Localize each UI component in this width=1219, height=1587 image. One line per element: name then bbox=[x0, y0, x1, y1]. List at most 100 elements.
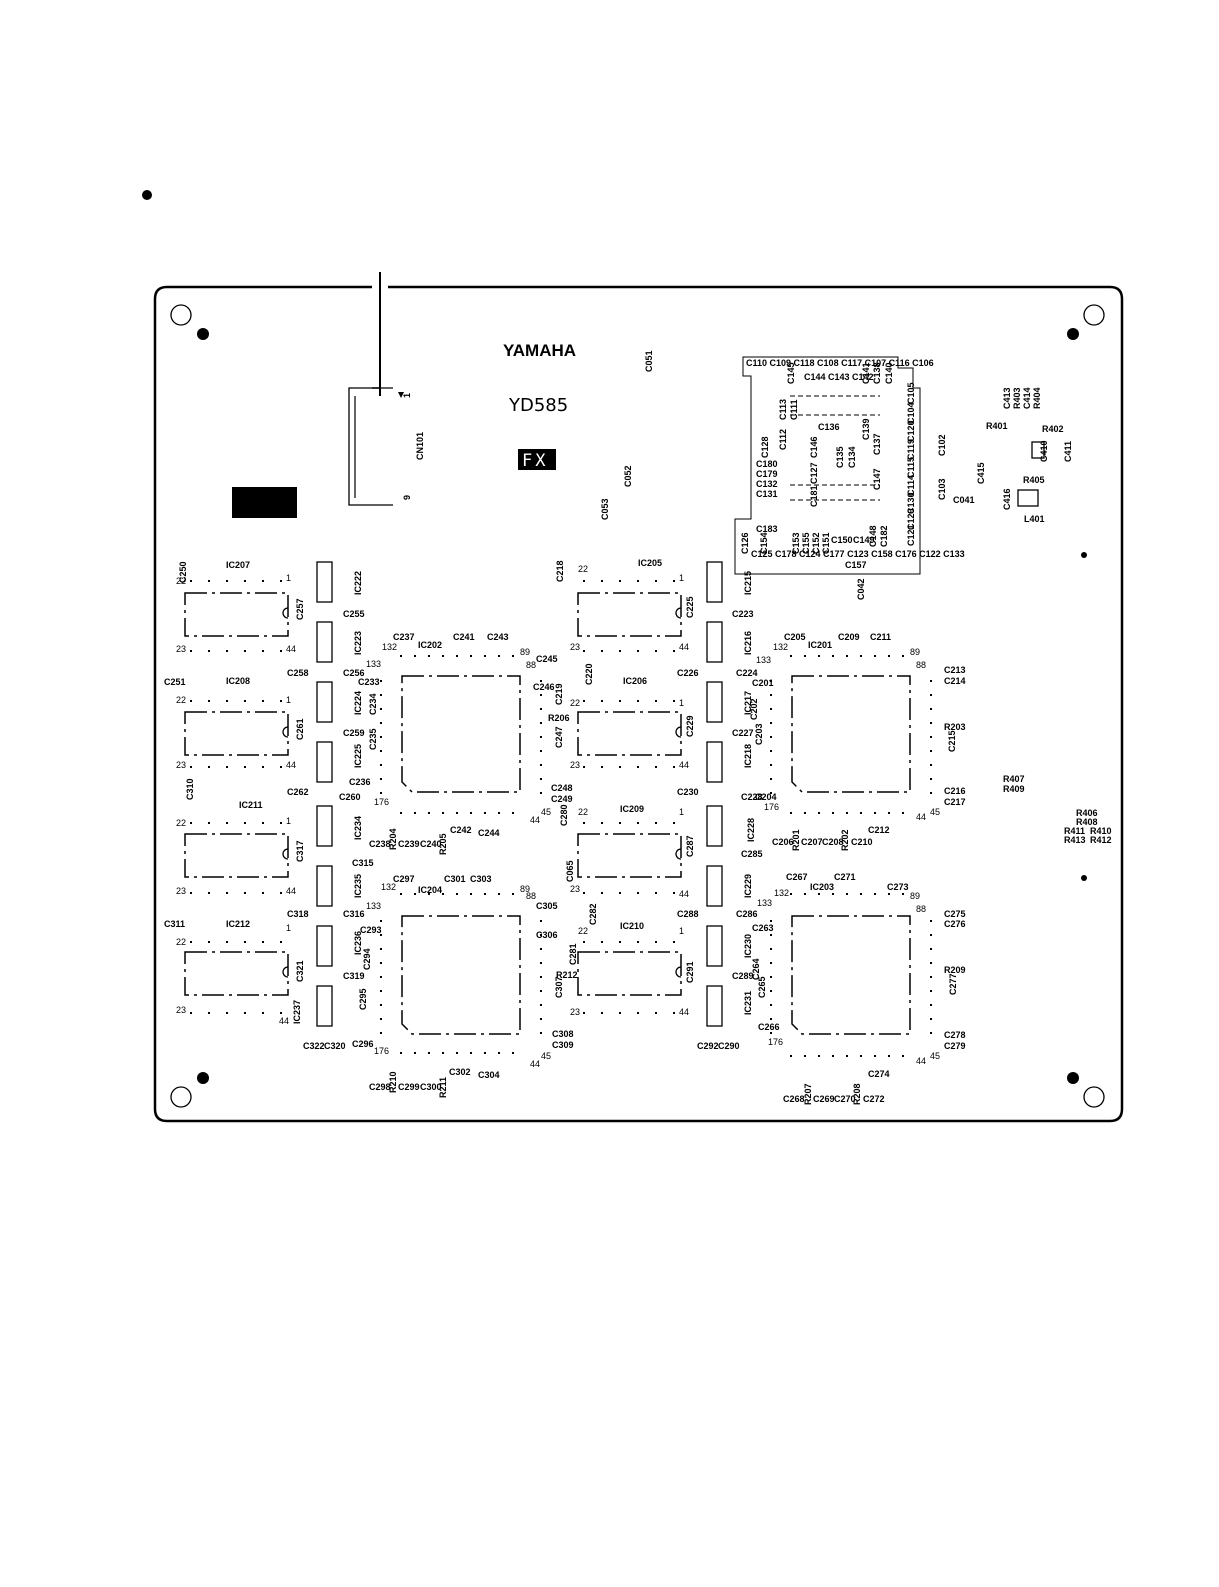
pad bbox=[902, 893, 904, 895]
svg-text:C208: C208 bbox=[822, 837, 844, 847]
svg-text:C140: C140 bbox=[884, 362, 894, 384]
svg-text:C322: C322 bbox=[303, 1041, 325, 1051]
svg-text:C240: C240 bbox=[420, 839, 442, 849]
pad bbox=[226, 1012, 228, 1014]
pad bbox=[190, 650, 192, 652]
pad bbox=[790, 1055, 792, 1057]
svg-text:23: 23 bbox=[570, 760, 580, 770]
pad bbox=[400, 1052, 402, 1054]
svg-text:22: 22 bbox=[578, 926, 588, 936]
svg-text:C238: C238 bbox=[369, 839, 391, 849]
svg-text:C182: C182 bbox=[879, 525, 889, 547]
svg-text:IC210: IC210 bbox=[620, 921, 644, 931]
qfp-ic202 bbox=[401, 675, 521, 793]
pad bbox=[442, 1052, 444, 1054]
pad bbox=[770, 750, 772, 752]
svg-text:C262: C262 bbox=[287, 787, 309, 797]
svg-text:C219: C219 bbox=[554, 683, 564, 705]
svg-text:C153: C153 bbox=[791, 532, 801, 554]
svg-text:C260: C260 bbox=[339, 792, 361, 802]
pad bbox=[846, 655, 848, 657]
pad bbox=[380, 990, 382, 992]
svg-text:1: 1 bbox=[679, 573, 684, 583]
pad bbox=[414, 1052, 416, 1054]
pad bbox=[655, 941, 657, 943]
pad bbox=[673, 650, 675, 652]
svg-text:1: 1 bbox=[402, 393, 412, 398]
pad bbox=[902, 1055, 904, 1057]
pad bbox=[244, 1012, 246, 1014]
svg-text:44: 44 bbox=[286, 760, 296, 770]
svg-text:C286: C286 bbox=[736, 909, 758, 919]
pad bbox=[930, 694, 932, 696]
svg-text:IC231: IC231 bbox=[743, 991, 753, 1015]
pad bbox=[208, 700, 210, 702]
pad bbox=[400, 812, 402, 814]
svg-text:C235: C235 bbox=[368, 728, 378, 750]
pad bbox=[818, 1055, 820, 1057]
svg-text:C307: C307 bbox=[554, 976, 564, 998]
svg-text:C180: C180 bbox=[756, 459, 778, 469]
svg-text:C233: C233 bbox=[358, 677, 380, 687]
svg-text:IC205: IC205 bbox=[638, 558, 662, 568]
pad bbox=[280, 766, 282, 768]
pad bbox=[540, 792, 542, 794]
pad bbox=[540, 948, 542, 950]
pad bbox=[601, 766, 603, 768]
board-outline bbox=[153, 285, 1124, 1123]
svg-text:R409: R409 bbox=[1003, 784, 1025, 794]
svg-text:IC207: IC207 bbox=[226, 560, 250, 570]
svg-text:C204: C204 bbox=[755, 792, 777, 802]
svg-text:C212: C212 bbox=[868, 825, 890, 835]
svg-text:C277: C277 bbox=[948, 973, 958, 995]
svg-text:R209: R209 bbox=[944, 965, 966, 975]
pad bbox=[540, 708, 542, 710]
ic211-outline bbox=[184, 833, 289, 878]
pad bbox=[804, 812, 806, 814]
svg-text:22: 22 bbox=[578, 807, 588, 817]
svg-text:IC216: IC216 bbox=[743, 631, 753, 655]
svg-text:C268: C268 bbox=[783, 1094, 805, 1104]
pad bbox=[583, 822, 585, 824]
svg-text:C125 C178 C124 C177 C123 C158: C125 C178 C124 C177 C123 C158 C176 C122 … bbox=[751, 549, 965, 559]
svg-text:22: 22 bbox=[176, 695, 186, 705]
mounting-hole-top-left bbox=[170, 304, 209, 340]
svg-text:C251: C251 bbox=[164, 677, 186, 687]
svg-text:22: 22 bbox=[176, 576, 186, 586]
svg-text:C205: C205 bbox=[784, 632, 806, 642]
svg-text:R204: R204 bbox=[388, 828, 398, 850]
fx-badge-text: FX bbox=[522, 451, 548, 471]
svg-text:C266: C266 bbox=[758, 1022, 780, 1032]
svg-text:C318: C318 bbox=[287, 909, 309, 919]
pad bbox=[902, 655, 904, 657]
svg-text:C280: C280 bbox=[559, 804, 569, 826]
svg-text:IC211: IC211 bbox=[239, 800, 263, 810]
pad bbox=[874, 655, 876, 657]
pad bbox=[244, 766, 246, 768]
pad bbox=[428, 655, 430, 657]
pad bbox=[262, 822, 264, 824]
pad bbox=[540, 680, 542, 682]
svg-text:C105: C105 bbox=[906, 382, 916, 404]
svg-text:C150: C150 bbox=[831, 535, 853, 545]
pad bbox=[930, 792, 932, 794]
small-ic-stack-left bbox=[316, 561, 333, 1027]
svg-text:C211: C211 bbox=[870, 632, 891, 642]
pad bbox=[414, 812, 416, 814]
svg-text:C226: C226 bbox=[677, 668, 699, 678]
svg-text:C149: C149 bbox=[853, 535, 875, 545]
svg-text:C259: C259 bbox=[343, 728, 365, 738]
svg-text:C298: C298 bbox=[369, 1082, 391, 1092]
svg-text:22: 22 bbox=[176, 818, 186, 828]
svg-text:23: 23 bbox=[176, 1005, 186, 1015]
svg-text:C246: C246 bbox=[533, 682, 555, 692]
svg-text:1: 1 bbox=[286, 923, 291, 933]
pad bbox=[673, 766, 675, 768]
svg-text:C201: C201 bbox=[752, 678, 774, 688]
pad bbox=[380, 948, 382, 950]
svg-text:22: 22 bbox=[578, 564, 588, 574]
svg-text:C053: C053 bbox=[600, 498, 610, 520]
svg-text:C320: C320 bbox=[324, 1041, 346, 1051]
pad bbox=[262, 580, 264, 582]
svg-text:C110 C109 C118 C108 C117 C107: C110 C109 C118 C108 C117 C107 C116 C106 bbox=[746, 358, 934, 368]
